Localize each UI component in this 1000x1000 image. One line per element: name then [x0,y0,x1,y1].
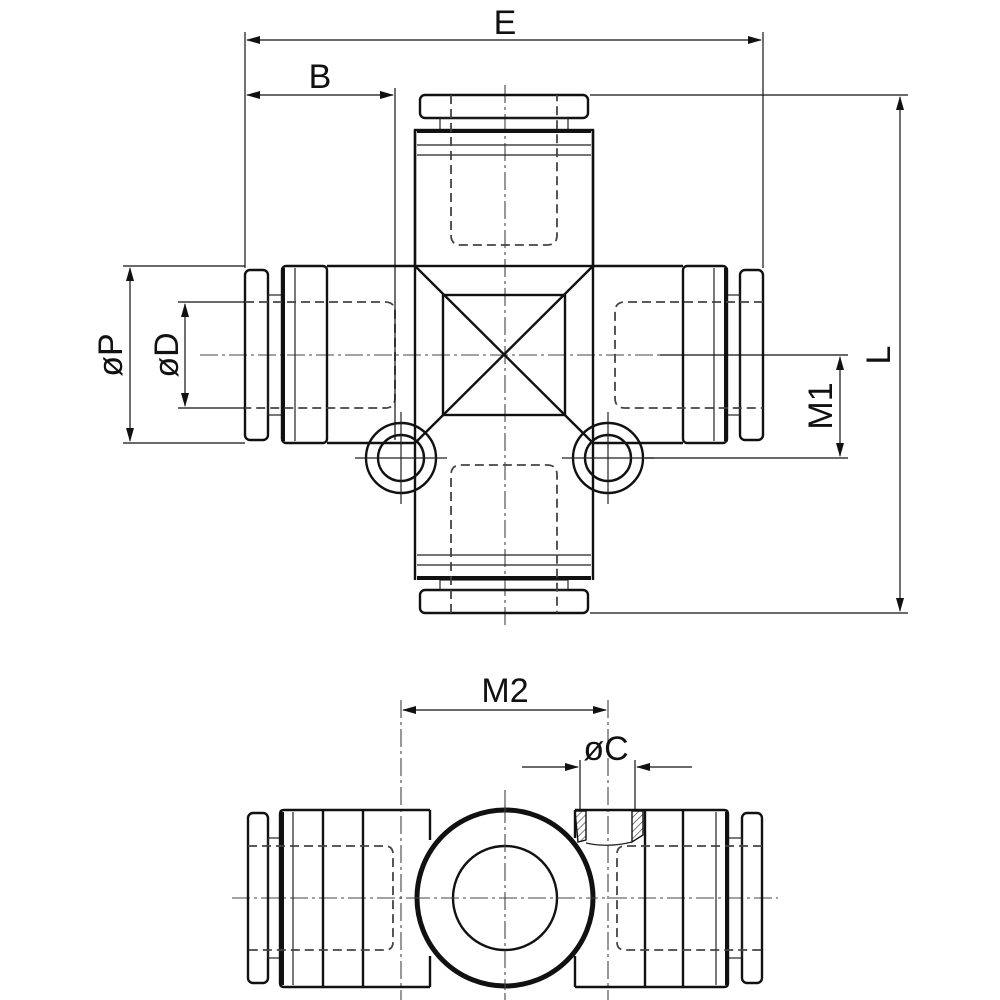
mounting-hole-section [574,810,644,846]
label-M1: M1 [802,382,840,429]
label-L: L [860,346,898,365]
mounting-hole-right [562,412,654,504]
side-right-fitting [573,808,764,989]
side-view: M2 øC [232,672,778,1000]
top-fitting [413,93,595,268]
mounting-hole-left [355,412,447,504]
label-C: øC [583,730,628,768]
dimension-D: øD [148,301,245,409]
side-center-port [412,805,598,990]
left-fitting [243,264,396,445]
label-M2: M2 [481,672,528,710]
bottom-fitting [417,464,591,615]
side-left-fitting [246,808,432,989]
dimension-L: L [590,94,908,614]
dimension-M2: M2 [402,672,607,714]
dimension-M1: M1 [645,354,848,459]
dimension-B: B [246,58,396,440]
top-view: E B L øP øD [92,4,908,625]
dimension-P: øP [92,265,245,444]
dimension-E: E [244,4,764,268]
square-face [441,293,567,417]
label-B: B [309,58,332,96]
label-D: øD [148,332,186,377]
dimension-C: øC [522,730,692,810]
label-P: øP [92,333,130,376]
label-E: E [494,4,517,42]
